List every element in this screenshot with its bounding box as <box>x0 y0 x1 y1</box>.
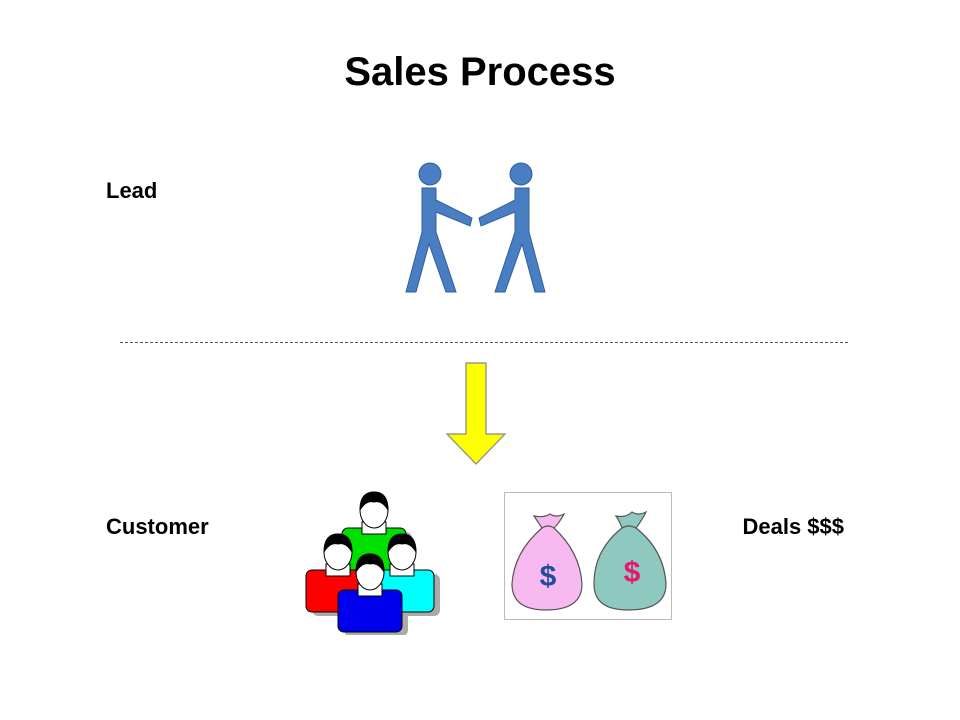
diagram-title: Sales Process <box>344 50 616 94</box>
lead-label: Lead <box>106 178 158 203</box>
dollar-sign-blue: $ <box>540 560 557 593</box>
arrow-down-icon <box>446 362 506 465</box>
dashed-divider <box>120 342 848 343</box>
deals-label: Deals $$$ <box>742 514 844 539</box>
money-bag-pink: $ <box>511 512 583 611</box>
customer-label: Customer <box>106 514 209 539</box>
dollar-sign-pink: $ <box>624 556 641 589</box>
money-bag-teal: $ <box>593 510 667 611</box>
handshake-people-icon <box>405 162 546 293</box>
money-bags-icon: $ $ <box>504 492 672 620</box>
customer-group-icon <box>305 491 440 635</box>
